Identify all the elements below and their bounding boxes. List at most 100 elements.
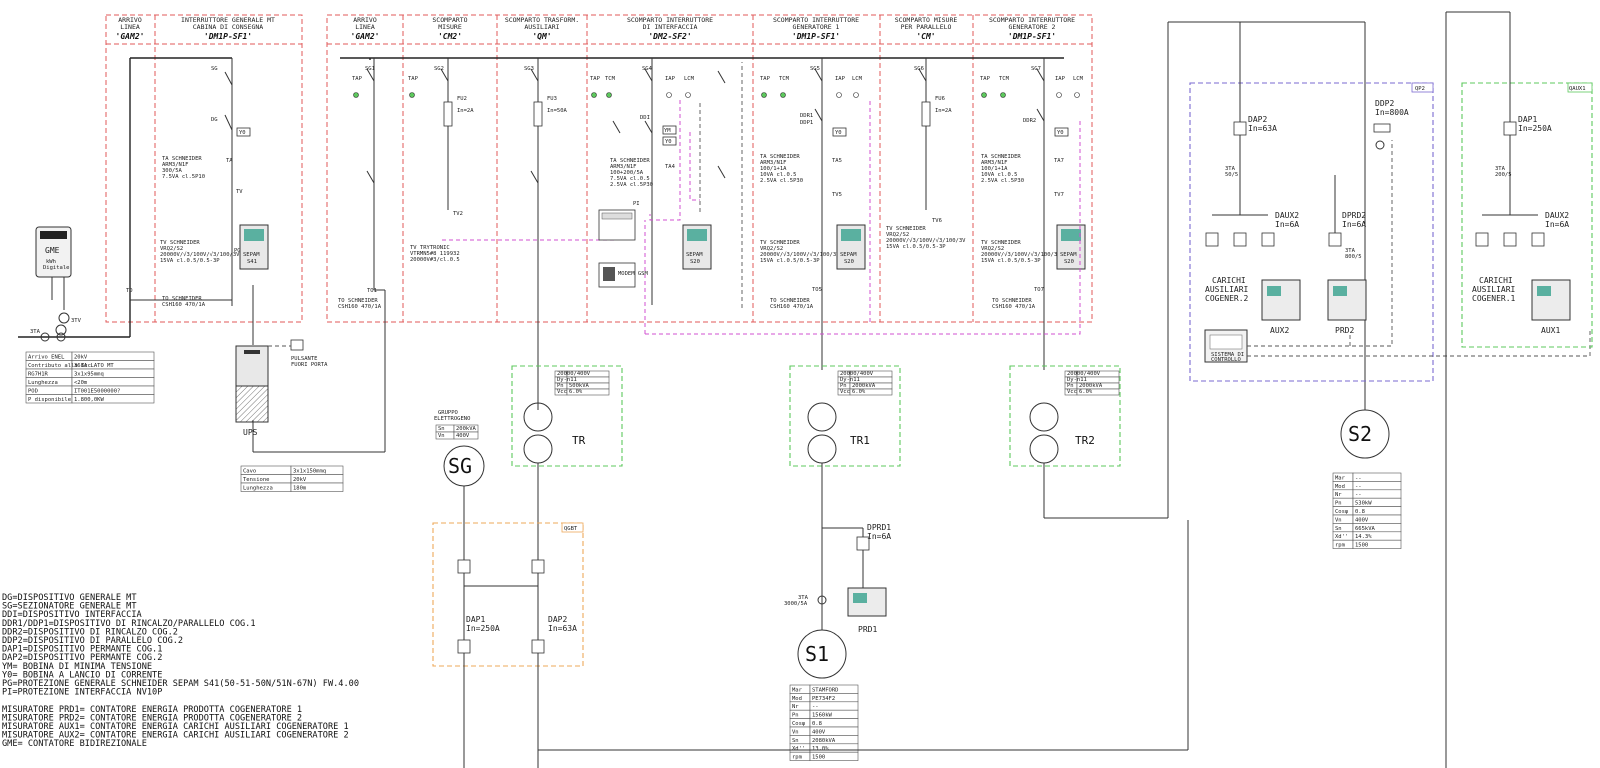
sg2-label: SG2 [434,66,444,72]
disconnector-icon [814,108,823,122]
table-cell: 2000kVA [1079,383,1103,389]
tcm-label: TCM [605,76,616,82]
panel-name: 'GAM2' [116,32,145,41]
table-cell: STAMFORD [812,687,839,693]
indicator-lamp-icon [1074,92,1080,98]
aux1-label: AUX1 [1541,326,1560,335]
tap-label: TAP [980,76,991,82]
table-cell: 0.8 [812,721,822,727]
qp2-label: QP2 [1415,86,1425,92]
to-label: TO [126,288,133,294]
indicator-lamp-icon [761,92,767,98]
table-cell: Sn [1335,526,1342,532]
legend-line: DAP2=DISPOSITIVO PERMANTE COG.2 [2,653,162,663]
to5-label: TO5 [812,287,822,293]
table-cell: Mar [1335,475,1346,481]
table-cell: Cavo [243,469,256,475]
tap-label: TAP [760,76,771,82]
lcm-label: LCM [684,76,695,82]
tr-label: TR [572,434,586,447]
prd2-label: PRD2 [1335,326,1354,335]
indicator-lamp-icon [409,92,415,98]
table-cell: 20000/400V [1067,371,1101,377]
lcm-label: LCM [852,76,863,82]
table-cell: 0.8 [1355,509,1365,515]
lcm-label: LCM [1073,76,1084,82]
tap-label: TAP [408,76,419,82]
to7-label: TO7 [1034,287,1044,293]
ta5-label: TA5 [832,158,842,164]
legend-line: SG=SEZIONATORE GENERALE MT [2,602,137,612]
tcm-label: TCM [779,76,790,82]
table-cell: 368A LATO MT [74,363,114,369]
legend: DG=DISPOSITIVO GENERALE MTSG=SEZIONATORE… [2,593,359,749]
table-cell: Xd'' [1335,534,1348,540]
table-cell: PE734F2 [812,696,835,702]
disconnector-icon [644,68,653,82]
table-cell: 3x1x95mmq [74,372,104,378]
table-cell: Dy-n11 [557,377,577,383]
table-cell: 2080kVA [812,738,836,744]
indicator-lamp-icon [353,92,359,98]
indicator-lamp-icon [836,92,842,98]
table-cell: 1500 [812,755,825,761]
tap-label: TAP [352,76,363,82]
table-cell: Vn [792,729,799,735]
y0-label: Y0 [665,139,672,145]
table-cell: -- [1355,492,1362,498]
panel-name: 'CM' [916,32,935,41]
qaux1-label: QAUX1 [1569,86,1586,92]
table-cell: Xd'' [792,746,805,752]
table-cell: 500kVA [569,383,590,389]
disconnector-icon [918,68,927,82]
ddi-label: DDI [640,115,650,121]
fu2-label: FU2 [457,96,467,102]
table-cell: Vcc [840,389,850,395]
legend-line: DDR1/DDP1=DISPOSITIVO DI RINCALZO/PARALL… [2,619,256,629]
panel-name: 'QM' [532,32,551,41]
table-cell: RG7H1R [28,372,49,378]
qgbt-label: QGBT [564,526,578,532]
fu6-rating: In=2A [935,108,952,114]
panel-frame-2 [326,14,1093,323]
table-cell: 1560kW [812,713,833,719]
table-cell: Pn [840,383,847,389]
pg-label: PG [234,248,241,254]
fu2-rating: In=2A [457,108,474,114]
3tv-label: 3TV [71,318,82,324]
legend-line: DG=DISPOSITIVO GENERALE MT [2,593,137,603]
table-cell: Vn [1335,517,1342,523]
tv2-label: TV2 [453,211,463,217]
disconnector-icon [440,68,449,82]
table-cell: 180m [293,486,307,492]
prd1-label: PRD1 [858,625,877,634]
table-cell: Arrivo ENEL [28,355,65,361]
panel-name: 'DM2-SF2' [648,32,691,41]
legend-line: PI=PROTEZIONE INTERFACCIA NV10P [2,688,162,698]
table-cell: Pn [1335,501,1342,507]
table-cell: Sn [438,426,445,432]
pi-label: PI [633,201,640,207]
mv-switches [366,68,1045,184]
